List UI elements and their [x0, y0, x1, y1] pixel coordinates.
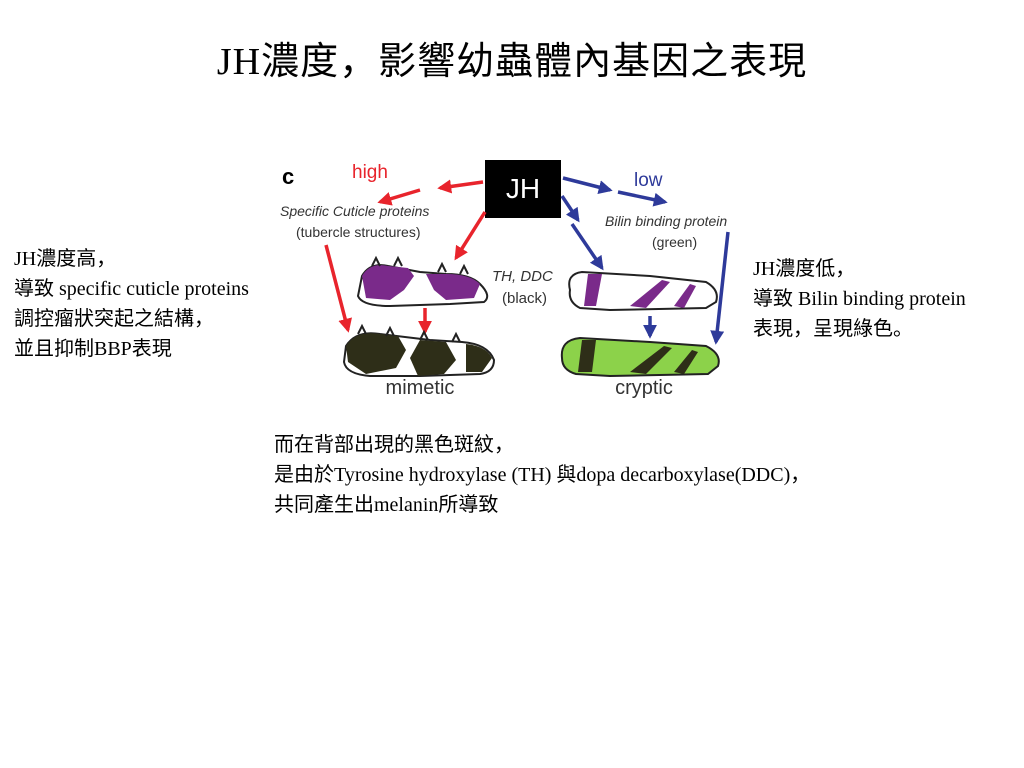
panel-label: c [282, 164, 294, 189]
cuticle-sub-label: (tubercle structures) [296, 224, 420, 240]
low-arrow [570, 223, 604, 271]
low-label: low [634, 170, 663, 191]
mimetic-label: mimetic [386, 377, 455, 399]
low-arrow [560, 195, 580, 223]
jh-box [485, 160, 561, 218]
right-note-line: 表現，呈現綠色。 [753, 318, 913, 340]
larva-purple-stripes [568, 270, 718, 312]
high-arrow [324, 244, 352, 333]
left-note-line: 導致 specific cuticle proteins [14, 278, 249, 300]
high-label: high [352, 162, 388, 183]
high-arrow [377, 188, 421, 206]
left-note-line: JH濃度高， [14, 248, 117, 270]
cuticle-label: Specific Cuticle proteins [280, 203, 429, 219]
high-arrow [454, 211, 487, 261]
page-title: JH濃度，影響幼蟲體內基因之表現 [216, 41, 808, 83]
left-note-line: 並且抑制BBP表現 [14, 338, 172, 360]
low-arrows [560, 176, 730, 345]
left-note: JH濃度高， 導致 specific cuticle proteins 調控瘤狀… [14, 244, 249, 364]
high-arrows [324, 179, 487, 335]
bilin-label: Bilin binding protein [605, 213, 727, 229]
bottom-note: 而在背部出現的黑色斑紋， 是由於Tyrosine hydroxylase (TH… [274, 430, 810, 520]
jh-diagram: c JH high low Specific Cuticle proteins … [280, 160, 730, 399]
larva-purple-tubercles [356, 255, 489, 308]
th-ddc-sub-label: (black) [502, 290, 547, 307]
larva-cryptic [560, 336, 720, 378]
high-arrow [437, 179, 484, 194]
right-note-line: 導致 Bilin binding protein [753, 288, 966, 310]
larva-mimetic [342, 323, 496, 377]
bilin-sub-label: (green) [652, 234, 697, 250]
th-ddc-label: TH, DDC [492, 268, 553, 285]
low-arrow [617, 190, 668, 207]
low-arrow [562, 176, 613, 195]
left-note-line: 調控瘤狀突起之結構， [14, 308, 214, 330]
bottom-note-line: 而在背部出現的黑色斑紋， [274, 434, 514, 456]
cryptic-label: cryptic [615, 377, 673, 399]
jh-label: JH [506, 173, 540, 204]
bottom-note-line: 是由於Tyrosine hydroxylase (TH) 與dopa decar… [274, 464, 811, 486]
low-arrow [710, 231, 730, 345]
bottom-note-line: 共同產生出melanin所導致 [274, 494, 499, 516]
right-note-line: JH濃度低， [753, 258, 856, 280]
right-note: JH濃度低， 導致 Bilin binding protein 表現，呈現綠色。 [753, 254, 966, 344]
